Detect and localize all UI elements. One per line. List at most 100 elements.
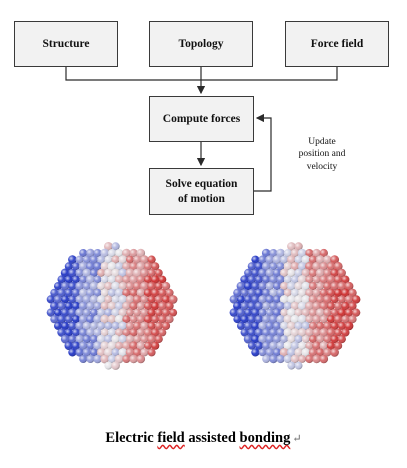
atom-highlight — [323, 295, 332, 304]
atom-highlight — [147, 334, 156, 344]
atom-highlight — [89, 281, 99, 291]
atom-highlight — [337, 308, 347, 317]
atom-highlight — [247, 341, 256, 350]
atom-highlight — [247, 328, 256, 337]
atom-highlight — [326, 341, 336, 350]
atom-highlight — [151, 328, 160, 337]
atom-highlight — [258, 282, 267, 291]
atom-highlight — [122, 328, 131, 337]
atom-highlight — [344, 308, 354, 317]
atom-highlight — [147, 348, 156, 357]
atom-highlight — [337, 295, 346, 304]
atom-highlight — [64, 328, 73, 337]
atom-highlight — [276, 315, 285, 324]
atom-highlight — [334, 341, 343, 350]
atom-highlight — [154, 295, 163, 304]
atom-highlight — [269, 328, 278, 337]
atom-highlight — [290, 314, 300, 324]
atom-highlight — [258, 321, 267, 331]
atom-highlight — [233, 288, 242, 297]
atom-highlight — [104, 361, 113, 370]
atom-highlight — [93, 328, 102, 337]
atom-highlight — [114, 288, 124, 298]
atom-highlight — [100, 341, 110, 350]
atom-highlight — [341, 275, 350, 284]
atom-highlight — [243, 334, 253, 344]
atom-highlight — [301, 255, 311, 264]
atom-highlight — [122, 288, 131, 297]
atom-highlight — [154, 269, 163, 277]
atom-highlight — [129, 248, 138, 258]
atom-highlight — [122, 275, 131, 284]
atom-highlight — [269, 288, 278, 297]
atom-highlight — [111, 281, 120, 291]
atom-highlight — [122, 248, 131, 258]
atom-highlight — [150, 288, 160, 298]
atom-highlight — [133, 321, 142, 331]
atom-highlight — [287, 255, 296, 264]
atom-highlight — [79, 275, 88, 284]
atom-highlight — [334, 302, 343, 310]
atom-highlight — [337, 335, 346, 344]
atom-highlight — [334, 288, 343, 297]
atom-highlight — [323, 308, 332, 317]
atom-highlight — [140, 295, 149, 304]
atom-highlight — [312, 314, 321, 324]
atom-highlight — [330, 268, 339, 277]
atom-highlight — [86, 275, 95, 284]
atom-highlight — [46, 308, 55, 317]
atom-highlight — [287, 321, 296, 331]
atom-highlight — [104, 255, 113, 264]
atom-highlight — [136, 248, 146, 258]
atom-highlight — [93, 314, 102, 324]
atom-highlight — [111, 242, 120, 251]
atom-highlight — [258, 348, 267, 357]
atom-highlight — [290, 262, 300, 271]
atom-highlight — [308, 308, 318, 317]
atom-highlight — [291, 288, 299, 297]
atom-highlight — [319, 301, 329, 311]
atom-highlight — [269, 354, 278, 364]
atom-highlight — [297, 314, 307, 324]
atom-highlight — [68, 308, 77, 317]
atom-highlight — [319, 288, 328, 297]
atom-highlight — [60, 334, 70, 344]
atom-highlight — [86, 328, 95, 337]
atom-highlight — [118, 268, 128, 278]
atom-highlight — [122, 355, 131, 363]
atom-highlight — [312, 261, 321, 271]
atom-highlight — [251, 348, 260, 357]
atom-highlight — [54, 321, 62, 330]
atom-highlight — [276, 275, 285, 284]
atom-highlight — [265, 268, 274, 278]
atom-highlight — [133, 255, 142, 264]
atom-highlight — [240, 315, 249, 324]
atom-highlight — [258, 334, 267, 344]
atom-highlight — [104, 281, 113, 291]
atom-highlight — [64, 288, 73, 297]
atom-highlight — [262, 302, 271, 310]
atom-highlight — [352, 295, 361, 304]
atom-highlight — [298, 328, 307, 337]
atom-highlight — [319, 275, 329, 284]
atom-highlight — [323, 255, 332, 264]
atom-highlight — [233, 315, 242, 324]
atom-highlight — [330, 295, 339, 304]
atom-highlight — [82, 334, 91, 344]
atom-highlight — [72, 275, 80, 284]
atom-highlight — [82, 321, 91, 330]
atom-highlight — [348, 288, 357, 297]
atom-highlight — [319, 354, 329, 364]
atom-highlight — [348, 302, 357, 310]
atom-highlight — [341, 288, 350, 298]
atom-highlight — [244, 268, 253, 277]
atom-highlight — [315, 268, 325, 278]
atom-highlight — [64, 315, 73, 324]
atom-highlight — [68, 321, 77, 330]
atom-highlight — [147, 295, 156, 304]
atom-highlight — [143, 275, 153, 284]
atom-highlight — [279, 348, 289, 357]
atom-highlight — [75, 348, 84, 357]
atom-highlight — [100, 288, 109, 297]
atom-highlight — [323, 282, 332, 291]
